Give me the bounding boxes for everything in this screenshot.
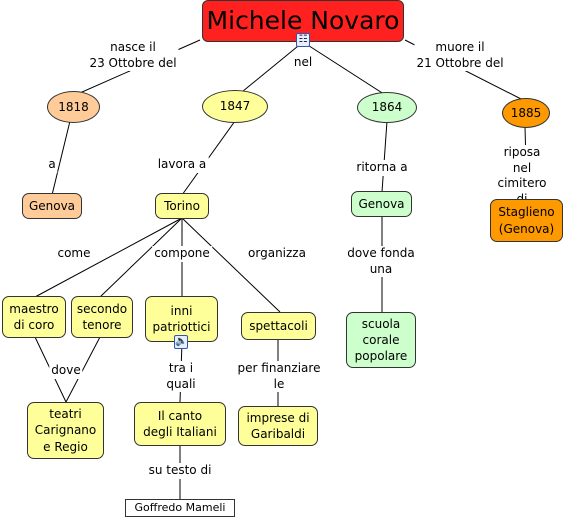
spettacoli-node[interactable]: spettacoli <box>241 312 316 340</box>
link-dove: dove <box>49 363 83 379</box>
staglieno-node[interactable]: Staglieno (Genova) <box>490 199 563 242</box>
link-per-finanziare: per finanziare le <box>235 361 323 393</box>
teatri-node[interactable]: teatri Carignano e Regio <box>27 402 104 459</box>
imprese-garibaldi-node[interactable]: imprese di Garibaldi <box>238 406 318 446</box>
speaker-icon[interactable]: 🔈 <box>174 335 188 349</box>
link-a: a <box>46 157 58 173</box>
link-riposa: riposa nel cimitero di <box>495 145 549 208</box>
link-tra-i-quali: tra i quali <box>164 361 198 393</box>
genova-birth-node[interactable]: Genova <box>22 193 82 219</box>
link-organizza: organizza <box>246 246 308 262</box>
canto-italiani-node[interactable]: Il canto degli Italiani <box>134 402 226 446</box>
link-nasce: nasce il 23 Ottobre del <box>87 40 179 72</box>
link-ritorna: ritorna a <box>354 160 410 176</box>
secondo-tenore-node[interactable]: secondo tenore <box>71 296 133 338</box>
link-dove-fonda: dove fonda una <box>345 246 417 278</box>
maestro-di-coro-node[interactable]: maestro di coro <box>2 296 66 338</box>
link-muore: muore il 21 Ottobre del <box>414 40 506 72</box>
concept-map-icon[interactable]: ☷ <box>296 33 310 47</box>
year-1864-node[interactable]: 1864 <box>357 92 417 123</box>
year-1847-node[interactable]: 1847 <box>202 90 268 123</box>
scuola-corale-node[interactable]: scuola corale popolare <box>346 312 416 368</box>
link-su-testo: su testo di <box>146 463 214 479</box>
link-lavora: lavora a <box>155 157 209 173</box>
year-1818-node[interactable]: 1818 <box>47 91 100 123</box>
link-compone: compone <box>152 246 212 262</box>
torino-node[interactable]: Torino <box>155 193 209 219</box>
link-come: come <box>55 246 93 262</box>
link-nel: nel <box>291 55 315 71</box>
inni-patriottici-node[interactable]: inni patriottici <box>145 296 218 342</box>
year-1885-node[interactable]: 1885 <box>502 98 550 128</box>
genova-return-node[interactable]: Genova <box>351 191 412 217</box>
goffredo-mameli-node[interactable]: Goffredo Mameli <box>125 499 235 517</box>
